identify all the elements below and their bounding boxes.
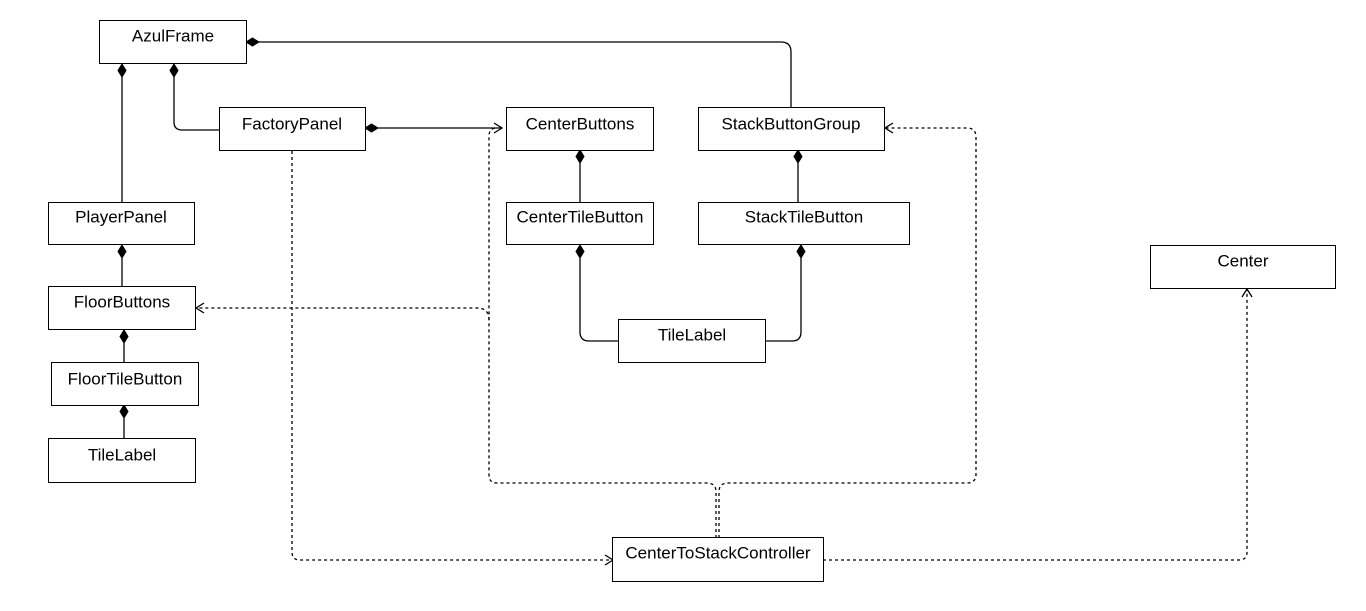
- class-name: FloorButtons: [74, 292, 170, 311]
- class-name: FactoryPanel: [242, 114, 342, 133]
- class-stacktilebutton[interactable]: StackTileButton: [698, 202, 910, 245]
- composition-diamond: [575, 244, 585, 259]
- composition-diamond: [117, 244, 127, 259]
- class-factorypanel[interactable]: FactoryPanel: [219, 107, 366, 151]
- arrowhead: [493, 122, 504, 134]
- class-centertilebutton[interactable]: CenterTileButton: [506, 202, 654, 245]
- class-name: CenterTileButton: [517, 207, 644, 226]
- edge-stacktilebutton-tilelabel: [765, 244, 806, 342]
- class-name: CenterToStackController: [625, 543, 811, 562]
- composition-diamond: [575, 149, 585, 164]
- class-azulframe[interactable]: AzulFrame: [99, 20, 247, 64]
- edge-azulframe-playerpanel: [117, 63, 127, 203]
- class-stackbuttongroup[interactable]: StackButtonGroup: [698, 107, 885, 151]
- class-floorbuttons[interactable]: FloorButtons: [48, 286, 196, 330]
- edge-floortilebutton-tilelabel: [119, 404, 129, 438]
- class-name: AzulFrame: [132, 26, 214, 45]
- edge-controller-centerbuttons: [488, 127, 717, 538]
- edge-floorbuttons-floortilebutton: [119, 329, 129, 362]
- composition-diamond: [119, 329, 129, 344]
- class-centerbuttons[interactable]: CenterButtons: [506, 107, 654, 151]
- composition-diamond: [119, 404, 129, 419]
- edge-centertilebutton-tilelabel: [575, 244, 619, 342]
- composition-diamond: [793, 149, 803, 164]
- composition-diamond: [364, 123, 379, 133]
- edge-centerbuttons-centertilebutton: [575, 149, 585, 203]
- composition-diamond: [796, 244, 806, 259]
- class-name: StackTileButton: [745, 207, 863, 226]
- edge-azulframe-stackbuttongroup: [245, 37, 792, 108]
- class-name: CenterButtons: [526, 114, 635, 133]
- edge-stackbuttongroup-stacktilebutton: [793, 149, 803, 203]
- class-centertostackcontroller[interactable]: CenterToStackController: [612, 537, 824, 582]
- edge-controller-floorbuttons: [194, 302, 490, 321]
- class-center[interactable]: Center: [1150, 245, 1336, 289]
- edge-azulframe-factorypanel: [169, 63, 220, 131]
- class-name: StackButtonGroup: [722, 114, 861, 133]
- class-name: FloorTileButton: [68, 369, 183, 388]
- composition-diamond: [117, 63, 127, 78]
- class-name: TileLabel: [658, 325, 726, 344]
- edge-playerpanel-floorbuttons: [117, 244, 127, 287]
- class-name: TileLabel: [88, 445, 156, 464]
- class-tilelabel-center[interactable]: TileLabel: [618, 319, 766, 363]
- edge-factorypanel-centerbuttons: [364, 122, 504, 134]
- composition-diamond: [169, 63, 179, 78]
- edge-controller-center: [823, 287, 1253, 561]
- class-name: PlayerPanel: [75, 207, 167, 226]
- class-tilelabel-floor[interactable]: TileLabel: [48, 438, 196, 483]
- class-playerpanel[interactable]: PlayerPanel: [48, 202, 195, 245]
- composition-diamond: [245, 37, 260, 47]
- class-floortilebutton[interactable]: FloorTileButton: [51, 362, 199, 406]
- class-name: Center: [1217, 251, 1268, 270]
